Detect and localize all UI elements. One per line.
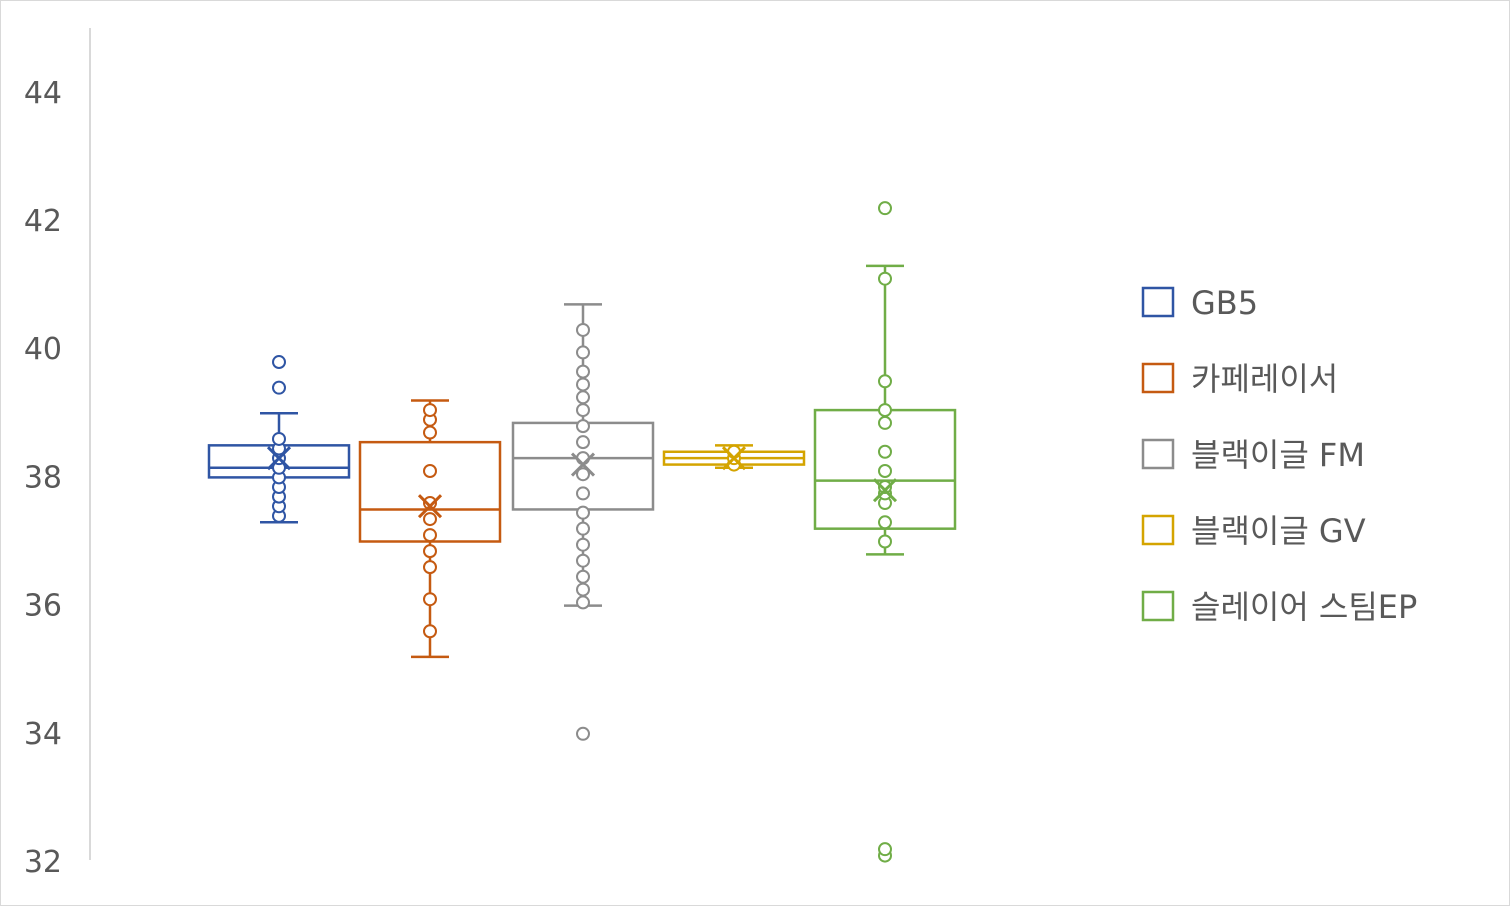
legend-item[interactable]: GB5	[1141, 284, 1258, 322]
data-point	[576, 435, 590, 450]
data-point	[576, 582, 590, 597]
y-tick-label: 36	[24, 589, 62, 624]
data-point	[423, 528, 437, 543]
data-point	[423, 592, 437, 607]
data-point	[576, 486, 590, 501]
mean-marker	[570, 452, 596, 477]
legend-label: 블랙이글 FM	[1191, 436, 1365, 474]
box-series	[511, 303, 655, 741]
data-point	[878, 415, 892, 430]
y-tick-label: 38	[24, 460, 62, 495]
data-point	[576, 403, 590, 418]
legend-swatch	[1141, 286, 1175, 318]
legend-item[interactable]: 블랙이글 GV	[1141, 512, 1366, 550]
box-series	[662, 444, 806, 472]
data-point	[878, 271, 892, 286]
legend-swatch	[1141, 514, 1175, 546]
data-point	[576, 419, 590, 434]
y-tick-label: 42	[24, 204, 62, 239]
legend-swatch	[1141, 590, 1175, 622]
data-point	[272, 380, 286, 395]
y-tick-label: 34	[24, 717, 62, 752]
data-point	[878, 515, 892, 530]
data-point	[576, 569, 590, 584]
data-point	[576, 345, 590, 360]
data-point	[423, 624, 437, 639]
data-point	[423, 512, 437, 527]
data-point	[576, 726, 590, 741]
legend-swatch	[1141, 438, 1175, 470]
legend-label: 슬레이어 스팀EP	[1191, 588, 1417, 626]
mean-marker	[417, 494, 443, 519]
data-point	[576, 595, 590, 610]
mean-marker	[266, 446, 292, 471]
legend-label: 카페레이서	[1191, 360, 1338, 398]
legend-label: GB5	[1191, 284, 1258, 322]
data-point	[576, 537, 590, 552]
data-point	[576, 377, 590, 392]
data-point	[878, 463, 892, 478]
data-point	[878, 201, 892, 216]
y-axis-ticks: 32 34 36 38 40 42 44	[24, 76, 62, 880]
data-point	[423, 496, 437, 511]
data-point	[272, 431, 286, 446]
data-point	[878, 444, 892, 459]
data-point	[878, 480, 892, 495]
legend-item[interactable]: 슬레이어 스팀EP	[1141, 588, 1417, 626]
data-point	[423, 544, 437, 559]
data-point	[272, 355, 286, 370]
data-point	[423, 463, 437, 478]
legend-item[interactable]: 카페레이서	[1141, 360, 1338, 398]
box-series	[207, 355, 351, 524]
data-point	[878, 534, 892, 549]
mean-marker	[872, 478, 898, 503]
data-point	[576, 521, 590, 536]
data-point	[576, 364, 590, 379]
y-tick-label: 44	[24, 76, 62, 111]
data-point	[878, 842, 892, 857]
data-point	[878, 374, 892, 389]
box-series	[813, 201, 957, 863]
data-point	[576, 505, 590, 520]
mean-marker	[721, 446, 747, 471]
data-point	[878, 403, 892, 418]
legend-swatch	[1141, 362, 1175, 394]
y-tick-label: 40	[24, 332, 62, 367]
legend-label: 블랙이글 GV	[1191, 512, 1366, 550]
legend-item[interactable]: 블랙이글 FM	[1141, 436, 1365, 474]
data-point	[423, 425, 437, 440]
y-tick-label: 32	[24, 845, 62, 880]
data-point	[576, 390, 590, 405]
data-point	[423, 403, 437, 418]
data-point	[576, 322, 590, 337]
box-series	[358, 399, 502, 659]
data-point	[423, 560, 437, 575]
data-point	[576, 467, 590, 482]
data-point	[576, 553, 590, 568]
box-series-group	[207, 201, 957, 863]
